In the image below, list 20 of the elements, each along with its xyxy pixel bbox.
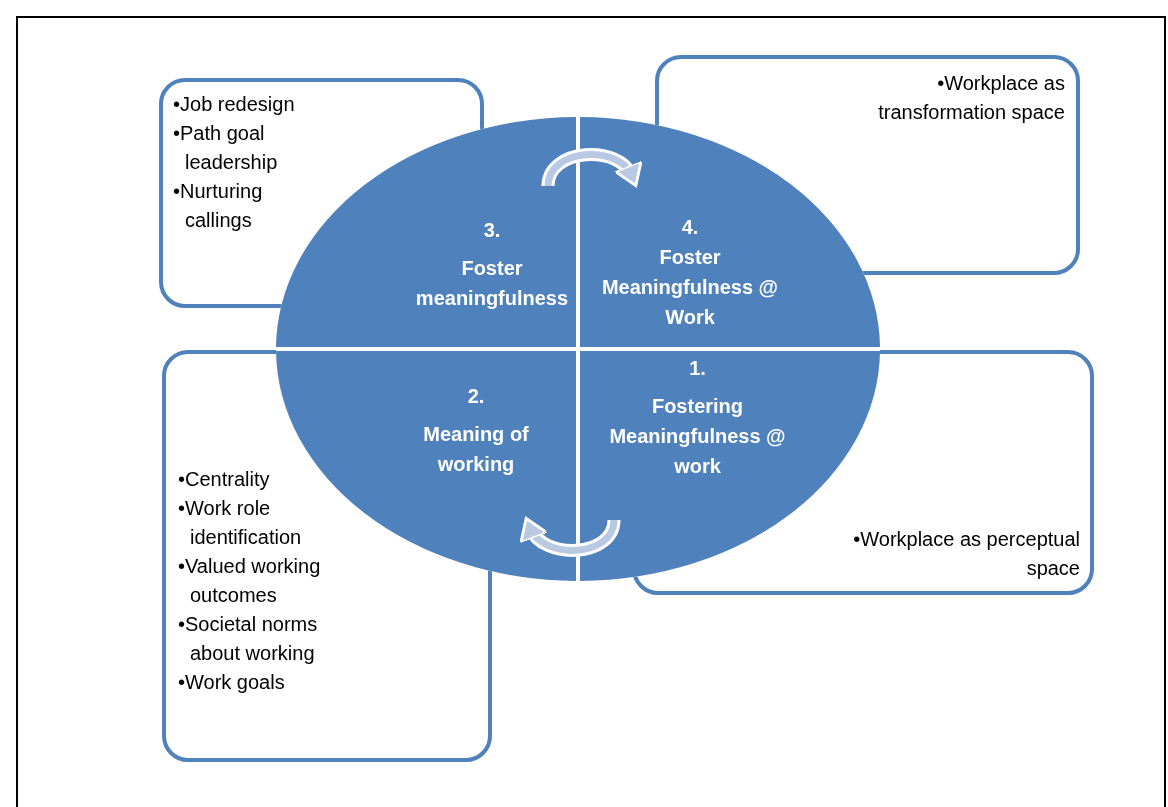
bullet-item: •Centrality [178,467,270,492]
quadrant-title: 4. [681,215,699,240]
quadrant-title: 3. [483,218,501,243]
bullet-item: •Nurturing callings [173,179,264,233]
quadrant-title: 2. [467,384,485,409]
quadrant-title: 1. [689,356,706,381]
quadrant-title: Fostering Meaningfulness @ work [608,394,787,479]
bullet-item: •Work goals [178,670,285,695]
curved-arrow [521,517,621,557]
bullet-item: •Workplace as perceptual space [852,527,1080,581]
quadrant-title: Foster Meaningfulness @ Work [600,245,780,330]
quadrant-title: Foster meaningfulness [414,256,570,311]
quadrant-title: Meaning of working [422,422,530,477]
bullet-item: •Job redesign [173,92,295,117]
bullet-item: •Valued working outcomes [178,554,322,608]
bullet-item: •Path goal leadership [173,121,279,175]
bullet-item: •Workplace as transformation space [877,71,1065,125]
bullet-item: •Work role identification [178,496,303,550]
curved-arrow [541,148,641,188]
bullet-item: •Societal norms about working [178,612,319,666]
